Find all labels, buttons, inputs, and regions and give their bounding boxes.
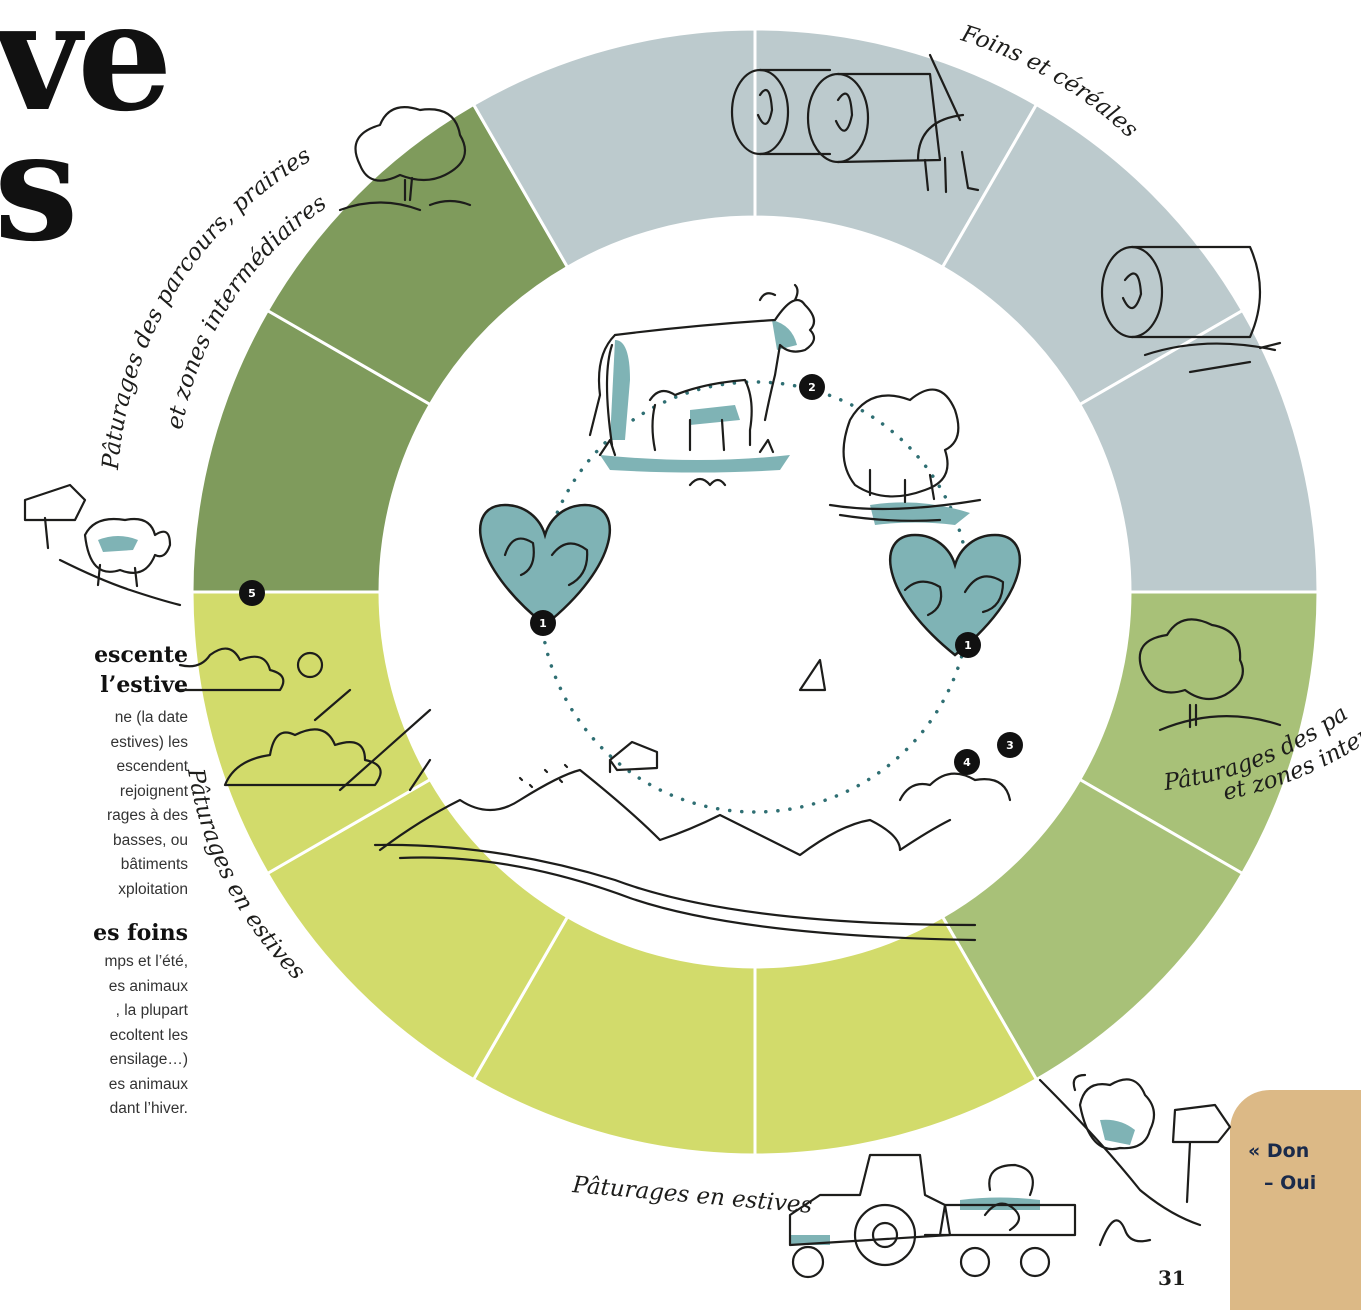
section-descente-body: ne (la date estives) les escendent rejoi… bbox=[107, 706, 188, 902]
page-title-line-1: ve bbox=[0, 0, 173, 145]
body-line: ecoltent les bbox=[109, 1026, 188, 1044]
body-line: ne (la date bbox=[114, 709, 188, 726]
body-line: ensilage…) bbox=[109, 1051, 188, 1068]
body-line: rejoignent bbox=[119, 782, 188, 800]
tree-icon bbox=[338, 106, 472, 212]
grass-tuft bbox=[598, 438, 775, 487]
tree-icon bbox=[1138, 618, 1282, 732]
body-line: bâtiments bbox=[120, 856, 188, 873]
page-number: 31 bbox=[1158, 1266, 1186, 1290]
body-line: escendent bbox=[116, 758, 188, 775]
body-line: basses, ou bbox=[113, 831, 188, 849]
section-descente-heading: escente l’estive bbox=[94, 640, 188, 700]
svg-text:1: 1 bbox=[539, 617, 547, 630]
heading-line: l’estive bbox=[100, 672, 188, 698]
svg-text:2: 2 bbox=[808, 381, 816, 394]
body-line: , la plupart bbox=[115, 1002, 188, 1019]
heart-icon bbox=[888, 533, 1022, 657]
section-foins-body: mps et l’été, es animaux , la plupart ec… bbox=[104, 950, 188, 1122]
signpost-icon bbox=[1038, 1078, 1232, 1227]
pitchfork-icon bbox=[916, 53, 980, 194]
hay-bale-icon bbox=[730, 68, 832, 156]
grass-patch bbox=[600, 455, 790, 473]
heading-line: es foins bbox=[93, 920, 188, 946]
quote-line: – Oui bbox=[1264, 1172, 1317, 1194]
step-marker-3: 3 bbox=[997, 732, 1023, 758]
hay-bale-icon bbox=[806, 72, 942, 164]
body-line: estives) les bbox=[110, 733, 188, 751]
body-line: xploitation bbox=[118, 880, 188, 898]
sheep-icon bbox=[1072, 1073, 1156, 1151]
step-marker-2: 2 bbox=[799, 374, 825, 400]
step-marker-1: 1 bbox=[530, 610, 556, 636]
tractor-icon bbox=[788, 1153, 1152, 1279]
step-marker-4: 4 bbox=[954, 749, 980, 775]
body-line: rages à des bbox=[107, 807, 188, 824]
step-marker-1-right: 1 bbox=[955, 632, 981, 658]
page-title-line-2: s bbox=[0, 99, 78, 275]
calf-icon bbox=[648, 378, 753, 452]
wheel-segments bbox=[190, 27, 1320, 1157]
svg-text:1: 1 bbox=[964, 639, 972, 652]
quote-line: « Don bbox=[1248, 1140, 1310, 1162]
barn-icon bbox=[608, 740, 659, 774]
svg-text:3: 3 bbox=[1006, 739, 1014, 752]
cloud-icon bbox=[178, 647, 324, 692]
step-marker-5: 5 bbox=[239, 580, 265, 606]
label-estives-bottom: Pâturages en estives bbox=[570, 1172, 813, 1219]
heading-line: escente bbox=[94, 642, 188, 668]
cloud-icon bbox=[223, 728, 382, 787]
hay-bale-icon bbox=[1100, 245, 1282, 374]
bush-icon bbox=[898, 772, 1012, 802]
sheep-icon bbox=[828, 388, 982, 525]
heart-icon bbox=[478, 503, 612, 627]
mountain-icon bbox=[313, 658, 977, 942]
sheep-flock-dots bbox=[518, 763, 569, 789]
body-line: es animaux bbox=[108, 977, 188, 995]
body-line: dant l’hiver. bbox=[109, 1100, 188, 1117]
body-line: es animaux bbox=[108, 1075, 188, 1093]
svg-text:5: 5 bbox=[248, 587, 256, 600]
signpost-icon bbox=[23, 483, 182, 607]
sheep-icon bbox=[83, 517, 172, 588]
segment-foins-4 bbox=[471, 27, 757, 270]
svg-text:4: 4 bbox=[963, 756, 971, 769]
quote-card: « Don – Oui bbox=[1230, 1090, 1361, 1310]
body-line: mps et l’été, bbox=[104, 953, 188, 970]
cow-icon bbox=[588, 283, 816, 447]
section-foins-heading: es foins bbox=[93, 918, 188, 948]
